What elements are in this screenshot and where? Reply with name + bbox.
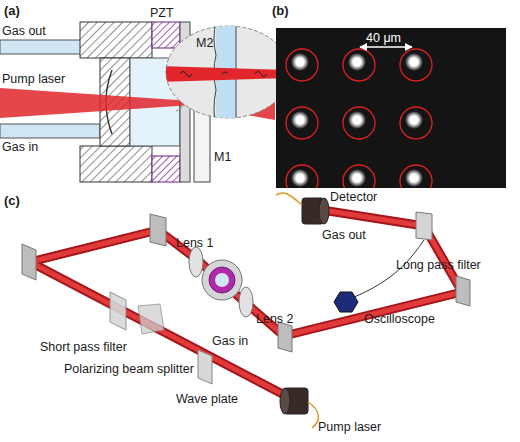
mount-block	[80, 22, 152, 58]
pump-laser-head	[280, 388, 318, 428]
mirror	[150, 214, 166, 246]
part-label: Detector	[330, 190, 377, 204]
mirror	[278, 322, 292, 352]
mirror	[22, 244, 36, 280]
detector	[276, 193, 329, 224]
part-label: PZT	[150, 6, 174, 20]
part-label: Long pass filter	[396, 258, 481, 272]
wave-plate	[198, 350, 212, 384]
long-pass-filter	[416, 212, 432, 240]
pzt-ring	[152, 156, 180, 182]
mirror	[456, 276, 470, 306]
gas-in-channel	[0, 124, 100, 138]
part-label: Oscilloscope	[364, 312, 435, 326]
image-background	[276, 28, 506, 188]
scale-label: 40 μm	[366, 31, 401, 45]
spot-markers	[286, 49, 432, 188]
short-pass-filter	[110, 292, 126, 330]
part-label: Wave plate	[176, 392, 238, 406]
part-label: Lens 1	[176, 236, 214, 250]
beam-detail	[160, 66, 290, 82]
laser-path	[30, 210, 462, 398]
lens	[239, 287, 253, 317]
part-label: Short pass filter	[40, 340, 127, 354]
optical-layout	[22, 193, 470, 428]
part-label: Lens 2	[256, 312, 294, 326]
mount-block	[80, 146, 152, 182]
field-wave	[180, 72, 267, 77]
pzt-ring	[152, 22, 180, 48]
beam-label: Pump laser	[2, 72, 65, 86]
laser-path	[30, 210, 462, 398]
scale-arrow	[360, 46, 412, 47]
beam-splitter-cube	[138, 304, 164, 334]
part-label: Polarizing beam splitter	[64, 362, 194, 376]
gas-cell-bore	[215, 273, 229, 287]
zoom-inset	[160, 20, 290, 130]
part-label: Pump laser	[318, 420, 381, 434]
lens	[189, 247, 203, 277]
port-label: Gas out	[2, 24, 46, 38]
port-label: Gas out	[322, 228, 366, 242]
port-label: Gas in	[212, 334, 248, 348]
panel-letter: (b)	[272, 4, 289, 18]
part-label: M2	[196, 36, 213, 50]
gas-cell-window	[209, 267, 235, 293]
part-label: M1	[214, 150, 231, 164]
oscilloscope-icon	[334, 292, 358, 312]
pump-beam	[0, 88, 192, 118]
camera-image	[276, 28, 506, 197]
gas-cell	[202, 260, 242, 300]
panel-letter: (a)	[4, 4, 20, 18]
panel-letter: (c)	[4, 194, 20, 208]
port-label: Gas in	[2, 140, 38, 154]
